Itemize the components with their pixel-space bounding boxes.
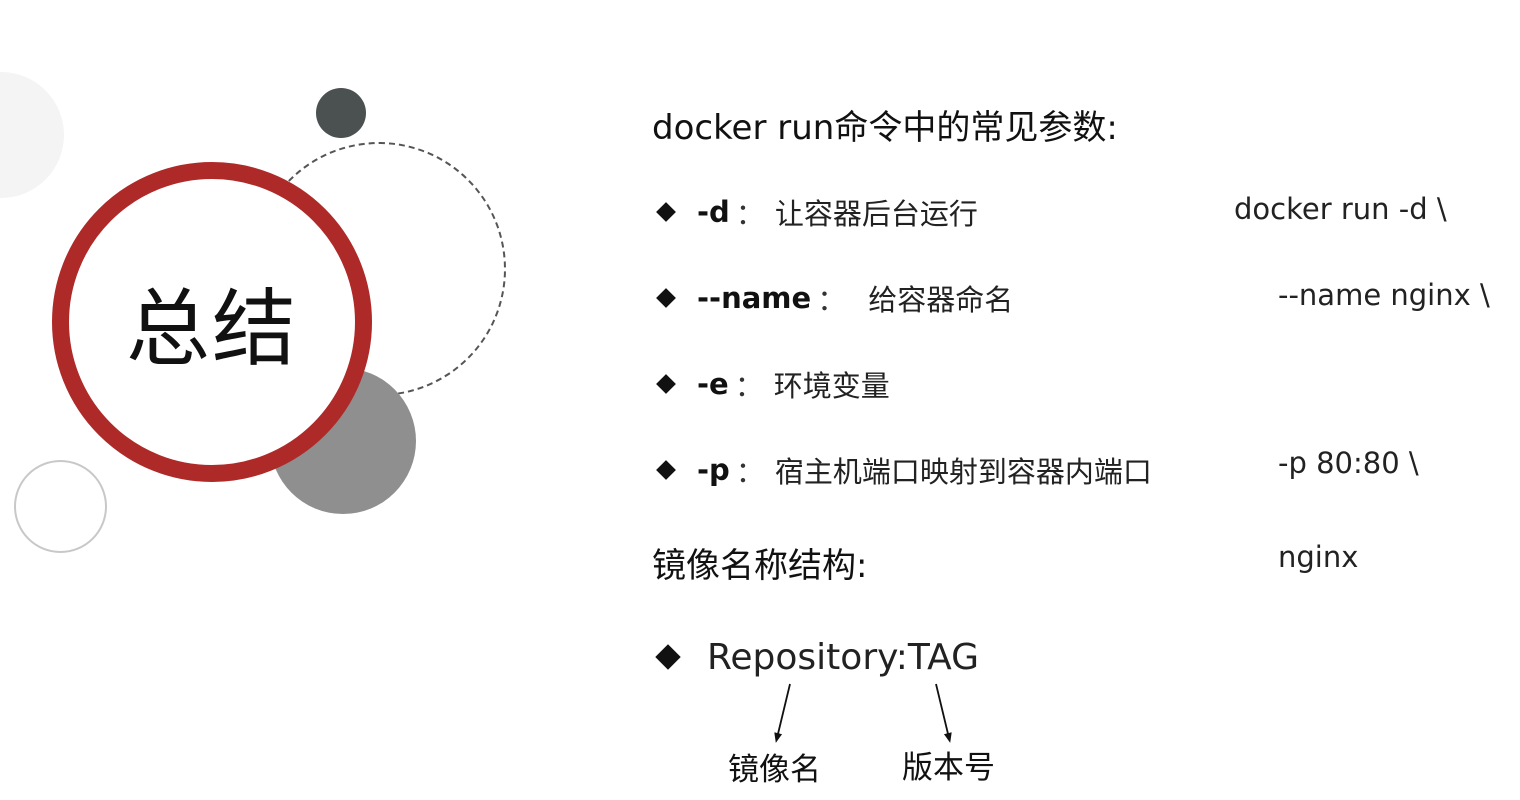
param-flag: --name [697,281,812,315]
repository-tag-format: Repository:TAG [707,636,980,678]
param-description: 让容器后台运行 [774,197,978,231]
param-description: 宿主机端口映射到容器内端口 [774,455,1152,489]
image-name-heading: 镜像名称结构: [652,546,868,586]
param-description: 环境变量 [773,369,890,403]
param-colon: ： [735,455,765,489]
decorative-dark-dot [316,88,366,138]
param-description: 给容器命名 [868,283,1014,317]
param-row-p: -p ： 宿主机端口映射到容器内端口 [652,450,1152,490]
tag-label: 版本号 [902,750,995,786]
run-params-heading: docker run命令中的常见参数: [652,108,1118,148]
param-colon: ： [817,283,847,317]
slide-title: 总结 [125,279,298,378]
arrow-to-tag-label [935,683,952,743]
param-flag: -p [697,453,730,487]
arrow-to-repository-label [774,683,791,743]
command-line-3: -p 80:80 \ [1278,446,1419,480]
command-line-2: --name nginx \ [1278,278,1490,312]
param-row-name: --name ： 给容器命名 [652,278,1013,318]
repository-label: 镜像名 [728,752,821,788]
command-line-4: nginx [1278,540,1359,574]
param-colon: ： [735,197,765,231]
decorative-outline-circle [14,460,107,553]
repository-tag-row: Repository:TAG [652,634,979,680]
param-flag: -e [697,367,729,401]
param-row-e: -e ： 环境变量 [652,364,890,404]
param-flag: -d [697,195,730,229]
param-colon: ： [734,369,764,403]
param-row-d: -d ： 让容器后台运行 [652,192,978,232]
command-line-1: docker run -d \ [1234,192,1447,226]
